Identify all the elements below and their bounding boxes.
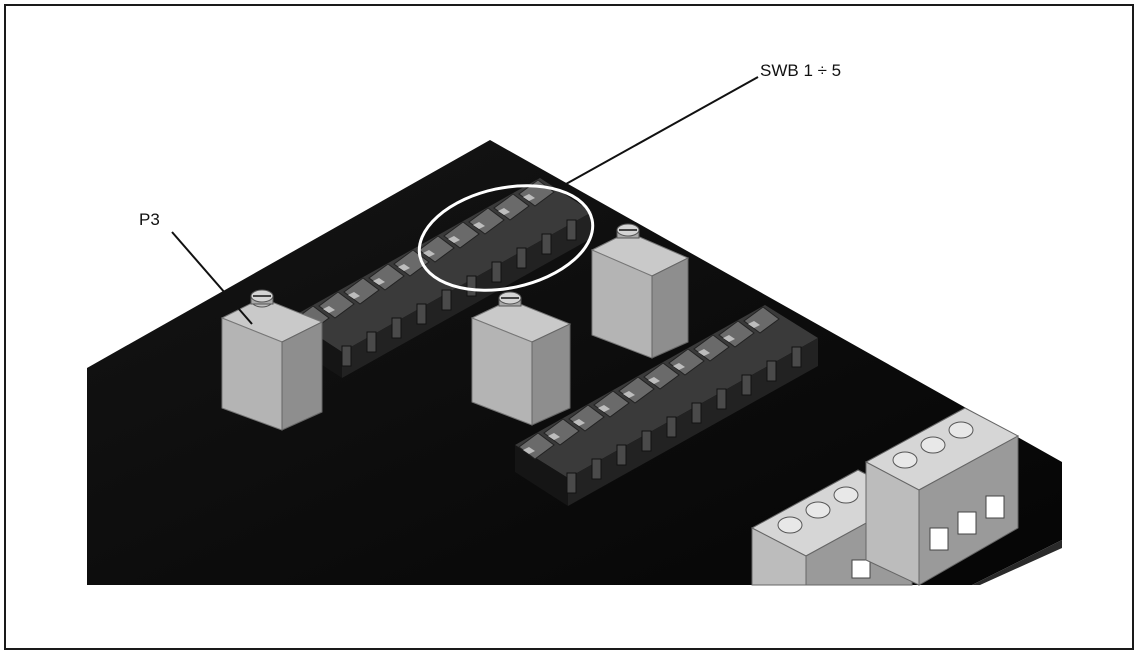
switch-highlight-ellipse: [417, 184, 595, 292]
potentiometer-p3: [220, 289, 324, 431]
leader-line-p3: [171, 231, 253, 325]
upper-switch-8: [468, 207, 527, 269]
upper-switch-9: [493, 193, 552, 255]
lower-switch-4: [593, 390, 652, 452]
label-swb: SWB 1 ÷ 5: [760, 61, 842, 80]
lower-switch-7: [668, 348, 727, 410]
upper-switch-6: [418, 235, 477, 297]
upper-switch-4: [368, 263, 427, 325]
label-p3: P3: [139, 210, 160, 229]
lower-switch-9: [718, 320, 777, 382]
potentiometer-middle: [470, 291, 572, 426]
upper-switch-3: [343, 277, 402, 339]
lower-switch-10: [743, 306, 802, 368]
lower-switch-8: [693, 334, 752, 396]
potentiometer-right: [590, 223, 690, 359]
lower-switch-1: [518, 432, 577, 494]
terminal-block-right: [864, 407, 1020, 586]
lower-switch-5: [618, 376, 677, 438]
dip-switch-bank-upper: [290, 178, 592, 378]
upper-switch-7: [443, 221, 502, 283]
upper-switch-2: [318, 291, 377, 353]
lower-switch-2: [543, 418, 602, 480]
leader-line-swb: [565, 76, 759, 185]
circuit-board: [87, 140, 1062, 585]
dip-switch-bank-lower: [515, 305, 818, 506]
lower-switch-3: [568, 404, 627, 466]
lower-switch-6: [643, 362, 702, 424]
